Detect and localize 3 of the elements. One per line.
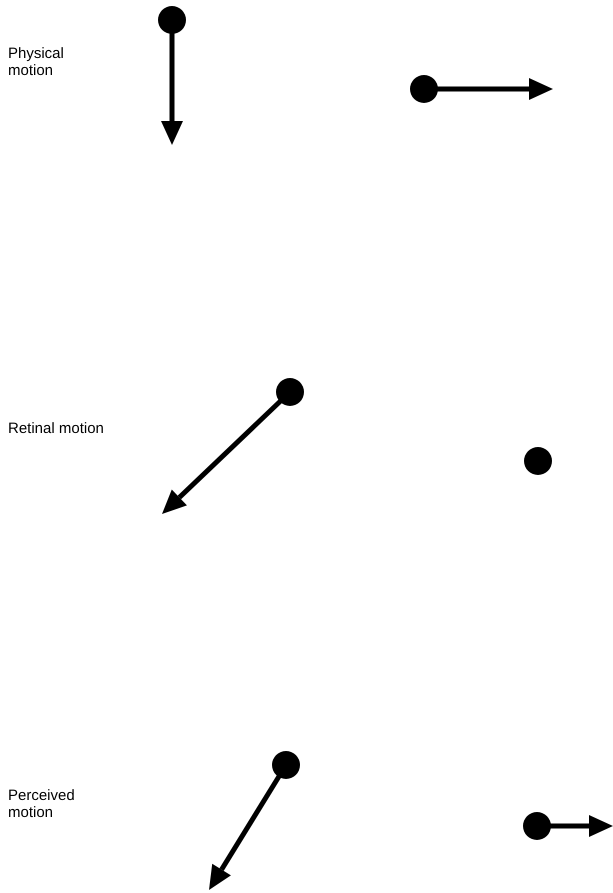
row-label: Retinal motion	[8, 420, 105, 437]
row-label: Perceived motion	[8, 787, 76, 821]
row-label: Physical motion	[8, 45, 65, 79]
